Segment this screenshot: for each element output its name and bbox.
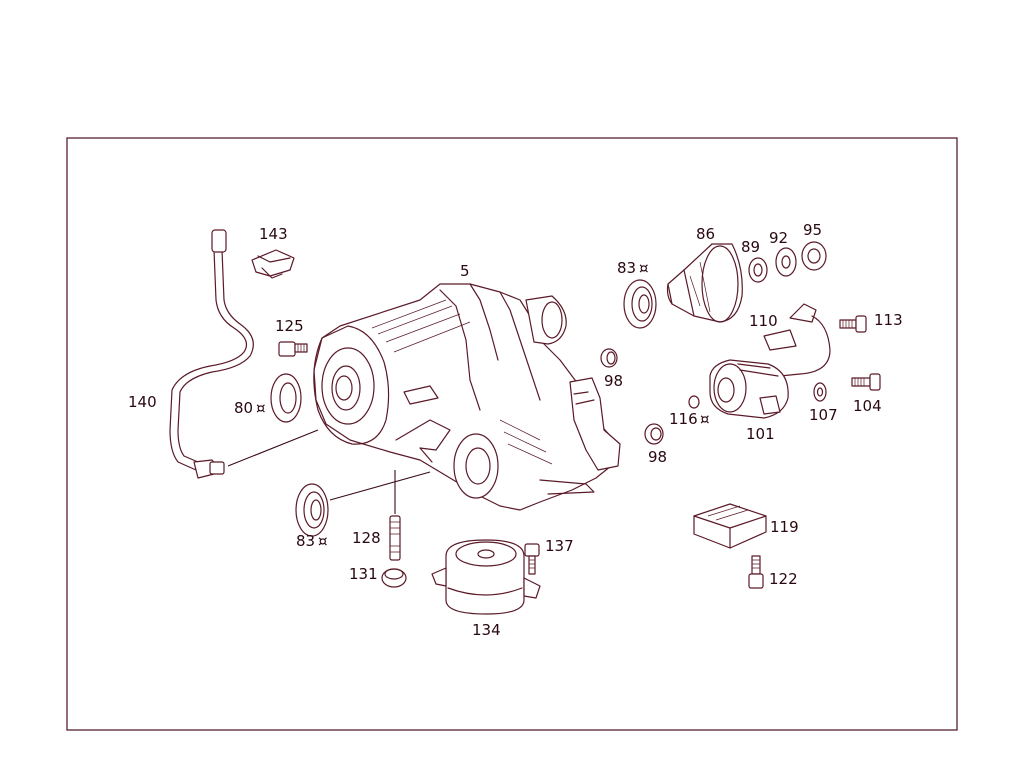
part-104-bolt[interactable]	[851, 373, 881, 391]
label-86: 86	[696, 225, 715, 243]
part-137-bolt[interactable]	[524, 543, 540, 575]
label-143: 143	[259, 225, 288, 243]
label-95: 95	[803, 221, 822, 239]
part-140-breather-hose[interactable]	[169, 229, 254, 479]
part-5-transfer-case[interactable]	[313, 283, 621, 511]
label-80-marker: ¤	[256, 399, 266, 417]
leader-lines	[227, 429, 431, 514]
label-89: 89	[741, 238, 760, 256]
label-134: 134	[472, 621, 501, 639]
label-140: 140	[128, 393, 157, 411]
part-89-washer[interactable]	[748, 257, 768, 283]
part-122-bolt[interactable]	[748, 555, 764, 589]
part-113-bolt[interactable]	[839, 315, 867, 333]
label-110: 110	[749, 312, 778, 330]
part-107-washer[interactable]	[813, 382, 827, 402]
label-83-right-marker: ¤	[639, 259, 649, 277]
part-83-bearing-left[interactable]	[295, 483, 329, 537]
part-labels: 5 143 125 140 80 ¤ 83 ¤ 128 131 134 137 …	[128, 221, 903, 639]
label-107: 107	[809, 406, 838, 424]
part-86-output-flange[interactable]	[666, 243, 743, 323]
part-116-o-ring[interactable]	[688, 395, 700, 409]
label-83-left-marker: ¤	[318, 532, 328, 550]
label-83-left: 83	[296, 532, 315, 550]
label-122: 122	[769, 570, 798, 588]
part-128-stud[interactable]	[389, 515, 401, 561]
label-83-right: 83	[617, 259, 636, 277]
label-113: 113	[874, 311, 903, 329]
part-125-bolt[interactable]	[278, 341, 308, 357]
label-98-upper: 98	[604, 372, 623, 390]
part-80-seal-ring[interactable]	[270, 373, 302, 423]
part-83-bearing-right[interactable]	[623, 279, 657, 329]
label-119: 119	[770, 518, 799, 536]
label-104: 104	[853, 397, 882, 415]
part-101-actuator-motor[interactable]	[709, 359, 789, 419]
label-116: 116	[669, 410, 698, 428]
leader-140-to-housing	[227, 429, 319, 467]
diagram-frame	[66, 137, 958, 731]
label-98-lower: 98	[648, 448, 667, 466]
label-101: 101	[746, 425, 775, 443]
label-125: 125	[275, 317, 304, 335]
part-131-nut[interactable]	[381, 568, 407, 588]
part-134-transmission-mount[interactable]	[431, 539, 541, 615]
label-137: 137	[545, 537, 574, 555]
label-128: 128	[352, 529, 381, 547]
label-131: 131	[349, 565, 378, 583]
part-98-plug-upper[interactable]	[600, 348, 618, 368]
label-116-marker: ¤	[700, 410, 710, 428]
part-110-sensor-bracket[interactable]	[763, 303, 831, 377]
leader-83-to-housing	[329, 471, 431, 501]
label-80: 80	[234, 399, 253, 417]
label-5: 5	[460, 262, 470, 280]
part-98-plug-lower[interactable]	[644, 423, 664, 445]
part-95-nut[interactable]	[801, 241, 827, 271]
part-143-clip[interactable]	[251, 249, 295, 279]
label-92: 92	[769, 229, 788, 247]
part-92-washer[interactable]	[775, 247, 797, 277]
part-119-control-module[interactable]	[693, 503, 767, 549]
